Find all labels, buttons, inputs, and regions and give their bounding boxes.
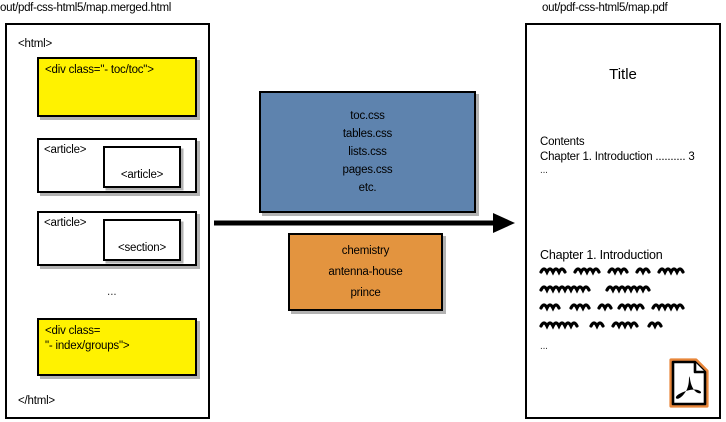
article-2-label: <article>	[44, 217, 87, 229]
article-box-1: <article> <article>	[37, 138, 197, 193]
css-item: lists.css	[348, 146, 387, 158]
html-close-tag: </html>	[18, 395, 55, 407]
pdf-toc-entry: Chapter 1. Introduction .......... 3	[540, 151, 695, 163]
html-panel-ellipsis: ...	[107, 286, 117, 298]
pdf-body-ellipsis: ...	[540, 341, 548, 352]
pdf-output-panel: Title Contents Chapter 1. Introduction .…	[525, 23, 721, 419]
pdf-contents-heading: Contents	[540, 136, 585, 148]
css-stylesheets-box: toc.css tables.css lists.css pages.css e…	[259, 91, 476, 213]
right-file-path-caption: out/pdf-css-html5/map.pdf	[542, 2, 668, 14]
left-file-path-caption: out/pdf-css-html5/map.merged.html	[0, 2, 171, 14]
nested-article-label: <article>	[120, 169, 164, 181]
pdf-page-title: Title	[609, 66, 637, 83]
transform-arrow-icon	[214, 213, 515, 233]
pdf-body-text-scribbles	[539, 267, 685, 330]
nested-article-box: <article>	[103, 146, 181, 188]
index-div-label-line1: <div class=	[45, 325, 101, 337]
css-item: toc.css	[350, 110, 385, 122]
html-open-tag: <html>	[18, 38, 52, 50]
nested-section-box: <section>	[103, 219, 181, 261]
pdf-toc-ellipsis: ...	[540, 165, 548, 176]
index-div-label-line2: "- index/groups">	[45, 340, 130, 352]
engine-item: prince	[350, 287, 381, 299]
pdf-file-icon	[669, 358, 709, 408]
article-box-2: <article> <section>	[37, 211, 197, 266]
toc-div-box: <div class="- toc/toc">	[37, 57, 197, 117]
css-item: etc.	[358, 182, 377, 194]
toc-div-label: <div class="- toc/toc">	[45, 64, 154, 76]
index-groups-div-box: <div class= "- index/groups">	[37, 318, 197, 376]
engine-item: chemistry	[341, 245, 390, 257]
css-item: tables.css	[342, 128, 393, 140]
merged-html-panel: <html> <div class="- toc/toc"> <article>…	[5, 23, 210, 419]
engine-item: antenna-house	[328, 266, 403, 278]
index-div-label-wrap: <div class= "- index/groups">	[45, 324, 130, 354]
article-1-label: <article>	[44, 144, 87, 156]
formatter-engines-box: chemistry antenna-house prince	[288, 233, 443, 311]
pdf-chapter-heading: Chapter 1. Introduction	[540, 248, 663, 262]
css-item: pages.css	[342, 164, 393, 176]
nested-section-label: <section>	[117, 242, 167, 254]
